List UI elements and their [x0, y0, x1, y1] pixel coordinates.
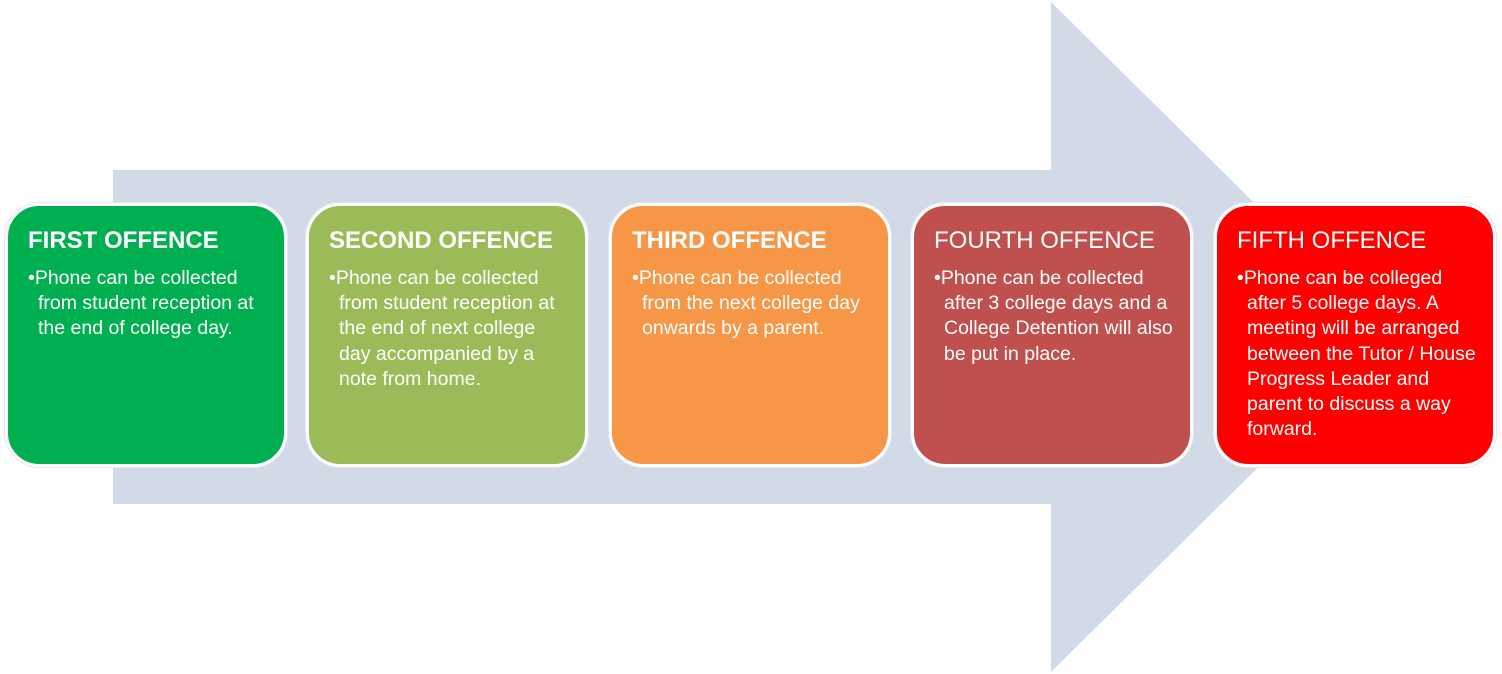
- stage-title: THIRD OFFENCE: [632, 227, 827, 254]
- stage-description: •Phone can be colleged after 5 college d…: [1237, 266, 1477, 442]
- stage-title: SECOND OFFENCE: [329, 227, 554, 254]
- bullet: •: [632, 267, 639, 289]
- bullet: •: [934, 267, 941, 289]
- stage-description-text: Phone can be collected from the next col…: [638, 267, 860, 340]
- bullet: •: [28, 267, 35, 289]
- stage-description-text: Phone can be collected from student rece…: [34, 267, 254, 340]
- stage-third-offence: THIRD OFFENCE •Phone can be collected fr…: [609, 203, 891, 467]
- stage-description: •Phone can be collected from student rec…: [28, 266, 268, 342]
- stage-description: •Phone can be collected after 3 college …: [934, 266, 1174, 367]
- stage-second-offence: SECOND OFFENCE •Phone can be collected f…: [306, 203, 588, 467]
- stage-first-offence: FIRST OFFENCE •Phone can be collected fr…: [5, 203, 287, 467]
- stage-description-text: Phone can be collected after 3 college d…: [940, 267, 1173, 365]
- stage-fifth-offence: FIFTH OFFENCE •Phone can be colleged aft…: [1214, 203, 1496, 467]
- stage-description-text: Phone can be colleged after 5 college da…: [1243, 267, 1476, 441]
- bullet: •: [1237, 267, 1244, 289]
- stage-description-text: Phone can be collected from student rece…: [335, 267, 555, 390]
- bullet: •: [329, 267, 336, 289]
- stage-fourth-offence: FOURTH OFFENCE •Phone can be collected a…: [911, 203, 1193, 467]
- stage-description: •Phone can be collected from the next co…: [632, 266, 872, 342]
- stage-title: FIFTH OFFENCE: [1237, 227, 1427, 254]
- stage-title: FOURTH OFFENCE: [934, 227, 1155, 254]
- stage-description: •Phone can be collected from student rec…: [329, 266, 569, 392]
- stage-title: FIRST OFFENCE: [28, 227, 219, 254]
